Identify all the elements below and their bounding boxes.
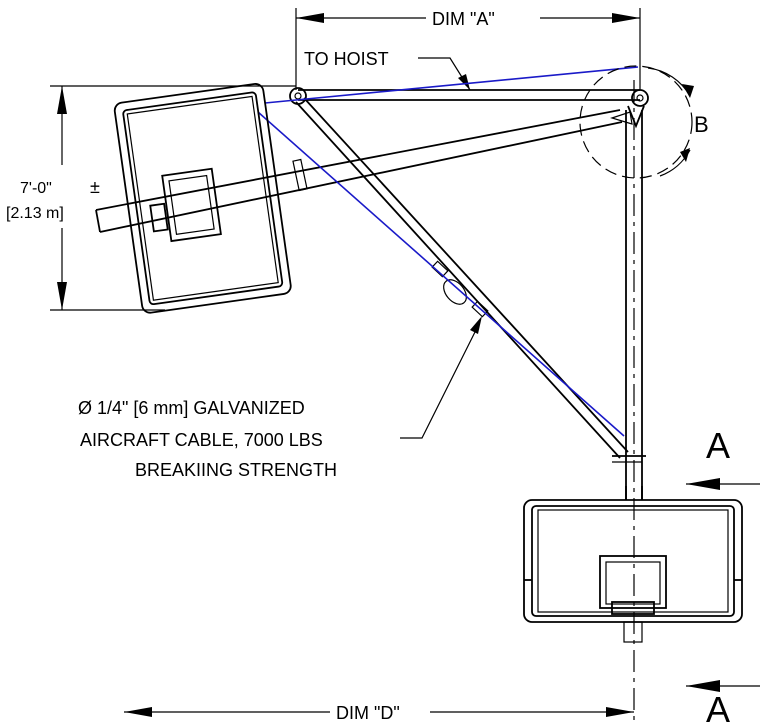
dim-a-label: DIM "A" (432, 9, 495, 29)
cable-callout-line2: AIRCRAFT CABLE, 7000 LBS (80, 430, 323, 450)
detail-b-label: B (694, 112, 709, 137)
detail-b-callout: B (579, 65, 709, 179)
to-hoist-callout: TO HOIST (304, 49, 471, 91)
cable-lines (257, 66, 639, 437)
dim-d-dimension: DIM "D" (124, 703, 634, 723)
dim-d-label: DIM "D" (336, 703, 400, 723)
height-imperial-label: 7'-0" (20, 180, 52, 197)
cable-callout: Ø 1/4" [6 mm] GALVANIZED AIRCRAFT CABLE,… (78, 316, 482, 480)
section-a-bottom-label: A (706, 689, 730, 723)
cable-callout-line1: Ø 1/4" [6 mm] GALVANIZED (78, 398, 305, 418)
playing-backboard (523, 486, 743, 643)
dim-a-dimension: DIM "A" (295, 8, 641, 90)
height-pm-symbol: ± (90, 177, 100, 197)
cable-callout-line3: BREAKIING STRENGTH (135, 460, 337, 480)
backboard-arm (95, 109, 623, 233)
height-metric-label: [2.13 m] (6, 205, 64, 222)
section-marker-top: A (686, 425, 760, 490)
section-marker-bottom: A (686, 680, 760, 723)
height-dimension: 7'-0" ± [2.13 m] (6, 85, 296, 311)
folded-backboard (113, 83, 292, 314)
section-a-top-label: A (706, 425, 730, 466)
to-hoist-label: TO HOIST (304, 49, 389, 69)
top-arm (289, 87, 649, 129)
diagonal-brace (295, 97, 646, 463)
main-post (625, 80, 643, 720)
